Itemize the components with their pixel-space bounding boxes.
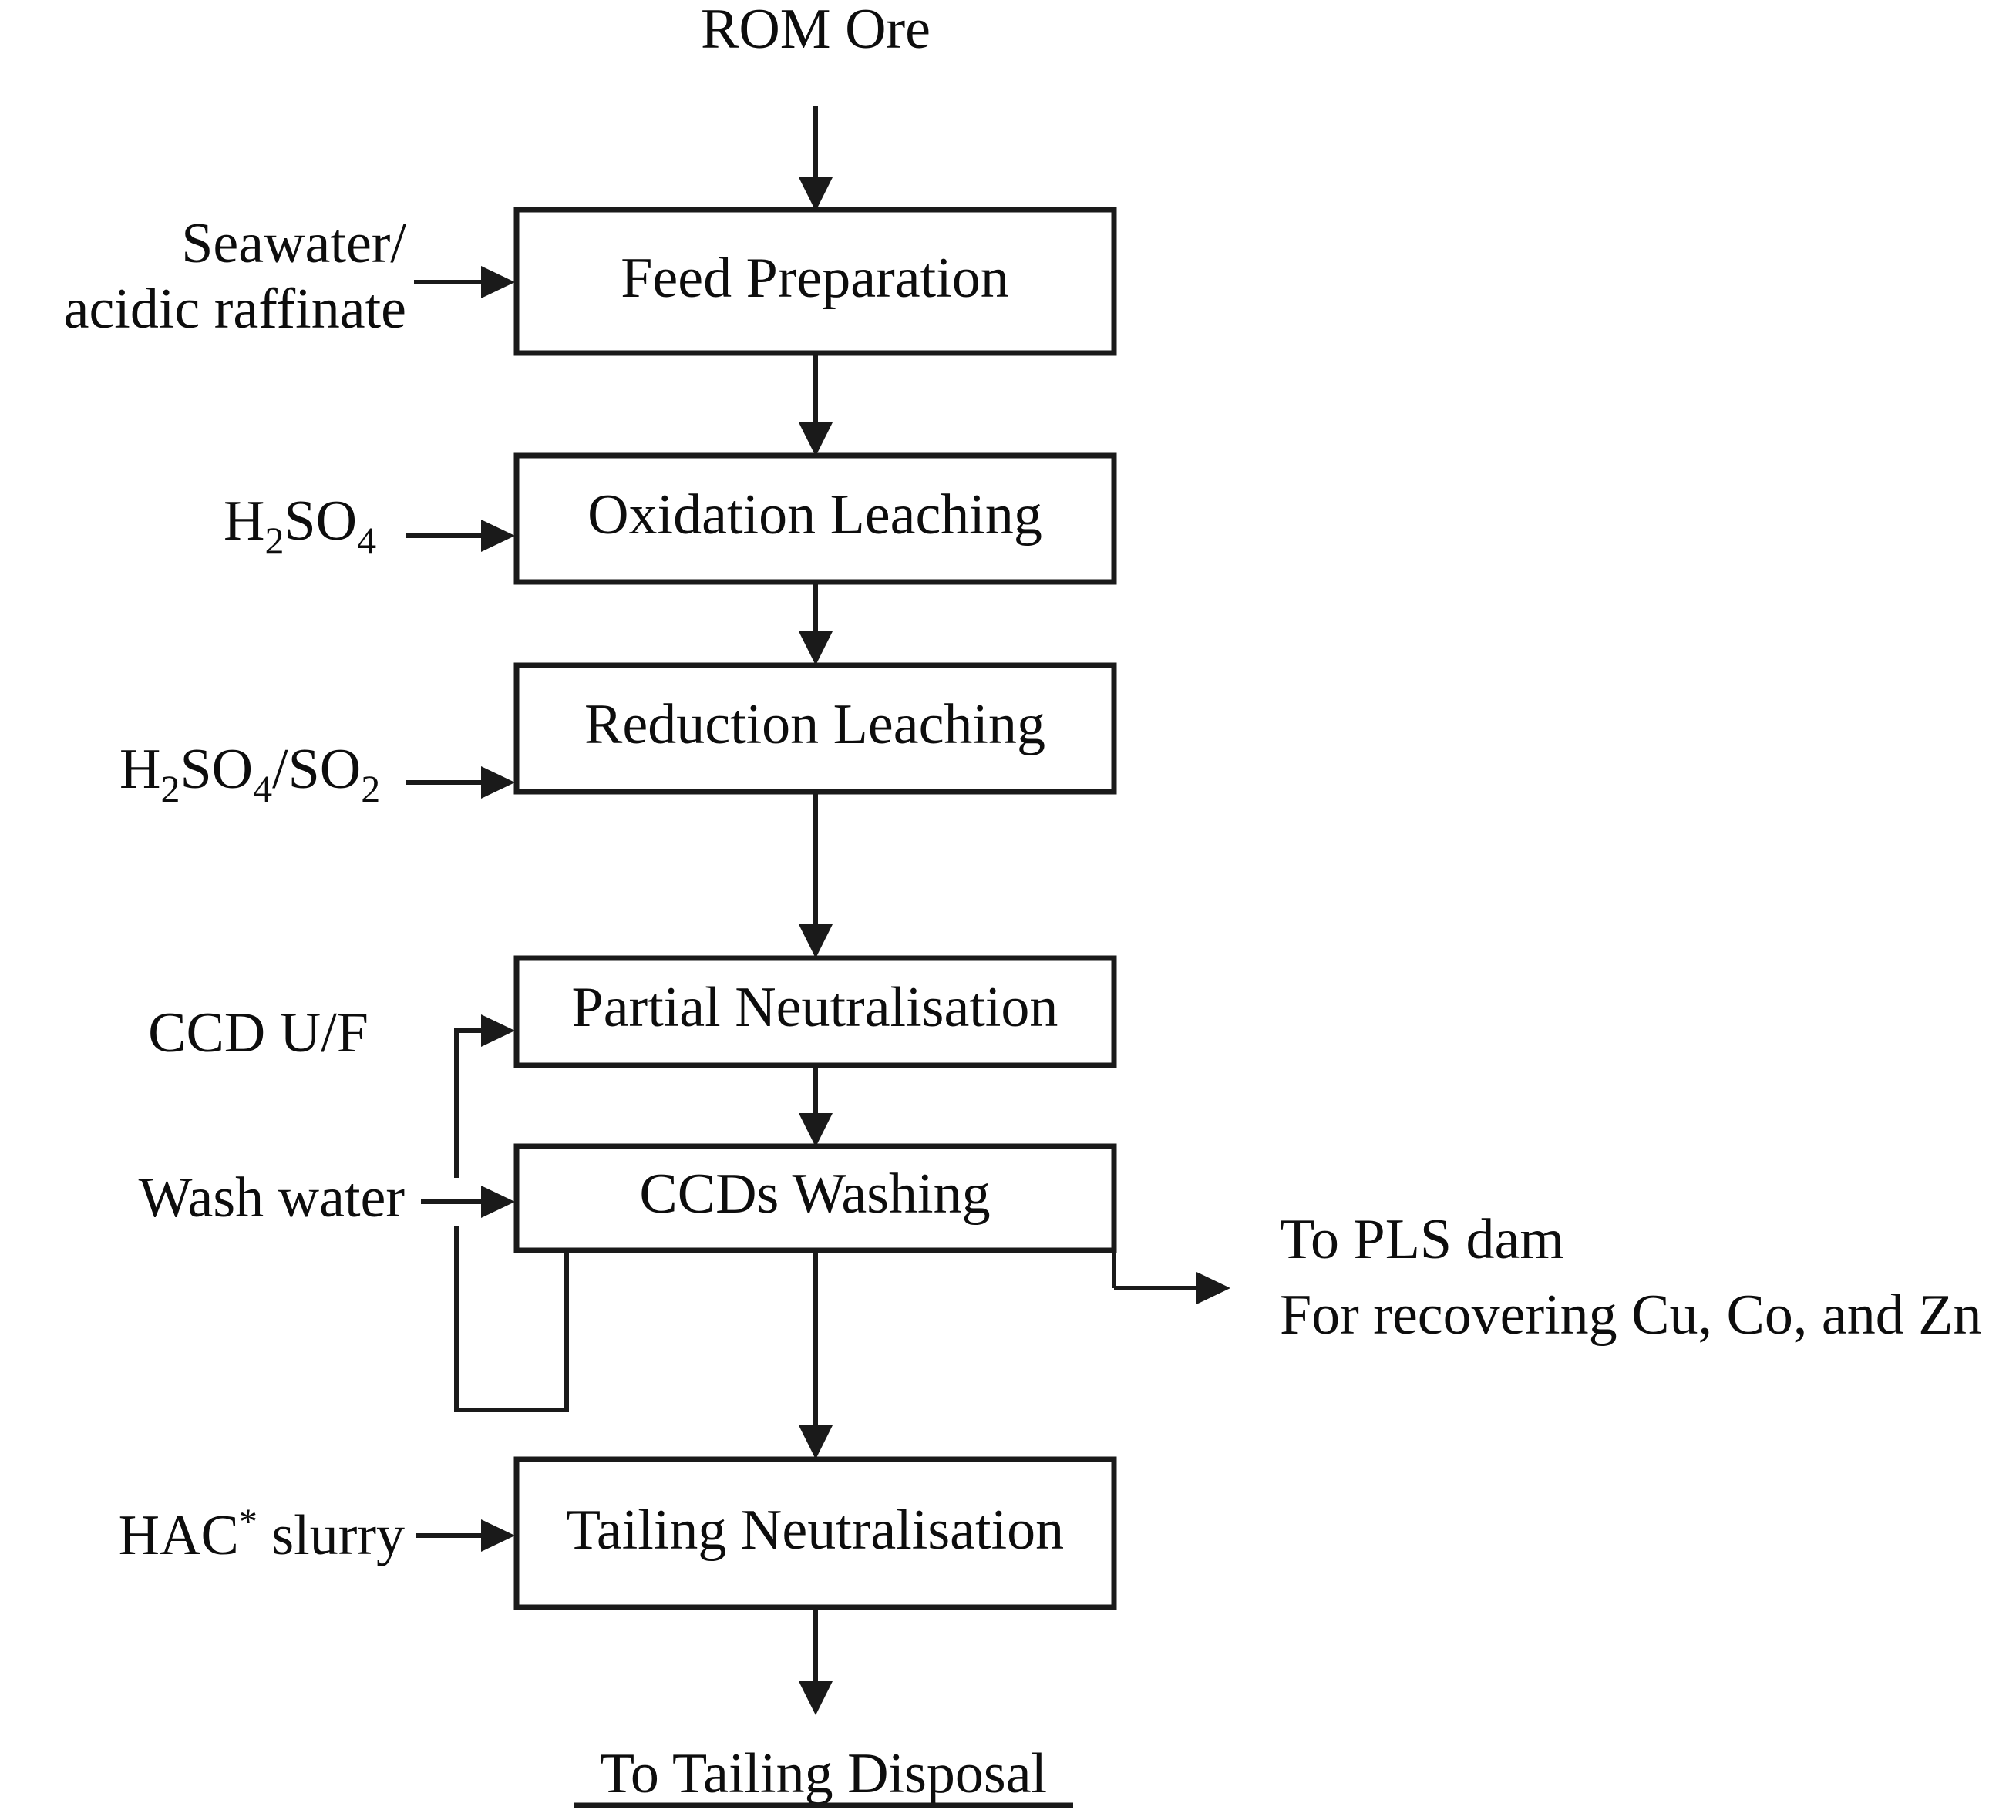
box-oxidation-leaching-label: Oxidation Leaching bbox=[587, 483, 1042, 547]
box-ccds-washing-label: CCDs Washing bbox=[639, 1162, 990, 1226]
arrow-sulfuric-acid-to-oxidation-leaching bbox=[406, 520, 515, 552]
arrow-ccds-washing-to-tailing-neutralisation bbox=[799, 1250, 833, 1459]
pls-dam-label-line1: To PLS dam bbox=[1280, 1208, 1564, 1271]
hac-slurry-tail: slurry bbox=[257, 1504, 405, 1567]
box-reduction-leaching-label: Reduction Leaching bbox=[584, 693, 1045, 756]
sulfuric-acid-h: H bbox=[224, 489, 264, 553]
arrow-feed-preparation-to-oxidation-leaching bbox=[799, 353, 833, 456]
arrow-h2so4so2-to-reduction-leaching bbox=[406, 766, 515, 799]
h2so4so2-2: 2 bbox=[160, 767, 180, 810]
wash-water-label: Wash water bbox=[139, 1166, 405, 1230]
arrow-wash-water-to-ccds-washing bbox=[421, 1178, 515, 1226]
recycle-stream-ccd-underflow bbox=[454, 1014, 569, 1412]
ccd-underflow-label: CCD U/F bbox=[148, 1001, 369, 1065]
arrow-ccds-washing-to-pls-dam bbox=[1112, 1250, 1230, 1304]
hac-slurry-asterisk: * bbox=[239, 1502, 257, 1542]
hac-slurry-label: HAC* slurry bbox=[119, 1502, 405, 1567]
box-oxidation-leaching[interactable] bbox=[513, 452, 1117, 585]
arrow-seawater-to-feed-preparation bbox=[414, 266, 515, 298]
sulfuric-acid-4: 4 bbox=[357, 519, 376, 562]
seawater-label-line1: Seawater/ bbox=[181, 212, 406, 275]
arrow-oxidation-leaching-to-reduction-leaching bbox=[799, 582, 833, 665]
pls-dam-label-line2: For recovering Cu, Co, and Zn bbox=[1280, 1283, 1981, 1347]
sulfuric-acid-sulfur-dioxide-label: H2SO4/SO2 bbox=[119, 738, 380, 810]
hac-slurry-main: HAC bbox=[119, 1504, 239, 1567]
box-partial-neutralisation-label: Partial Neutralisation bbox=[572, 976, 1058, 1039]
sulfuric-acid-2: 2 bbox=[264, 519, 284, 562]
h2so4so2-slash-so: /SO bbox=[272, 738, 361, 801]
arrow-tailing-neutralisation-to-disposal bbox=[799, 1607, 833, 1715]
arrow-partial-neutralisation-to-ccds-washing bbox=[799, 1065, 833, 1147]
acidic-raffinate-label-line2: acidic raffinate bbox=[64, 278, 406, 341]
box-tailing-neutralisation[interactable] bbox=[513, 1456, 1117, 1610]
h2so4so2-so: SO bbox=[180, 738, 253, 801]
arrow-rom-ore-to-feed-preparation bbox=[799, 106, 833, 211]
arrow-hac-slurry-to-tailing-neutralisation bbox=[416, 1519, 515, 1552]
tailing-disposal-label: To Tailing Disposal bbox=[600, 1742, 1047, 1805]
box-tailing-neutralisation-label: Tailing Neutralisation bbox=[566, 1499, 1064, 1562]
h2so4so2-h: H bbox=[119, 738, 160, 801]
sulfuric-acid-label: H2SO4 bbox=[224, 489, 376, 562]
h2so4so2-4: 4 bbox=[253, 767, 272, 810]
box-reduction-leaching[interactable] bbox=[513, 662, 1117, 795]
rom-ore-label: ROM Ore bbox=[701, 0, 931, 61]
h2so4so2-2b: 2 bbox=[361, 767, 380, 810]
arrow-reduction-leaching-to-partial-neutralisation bbox=[799, 792, 833, 958]
sulfuric-acid-so: SO bbox=[284, 489, 357, 553]
box-feed-preparation-label: Feed Preparation bbox=[621, 247, 1008, 310]
